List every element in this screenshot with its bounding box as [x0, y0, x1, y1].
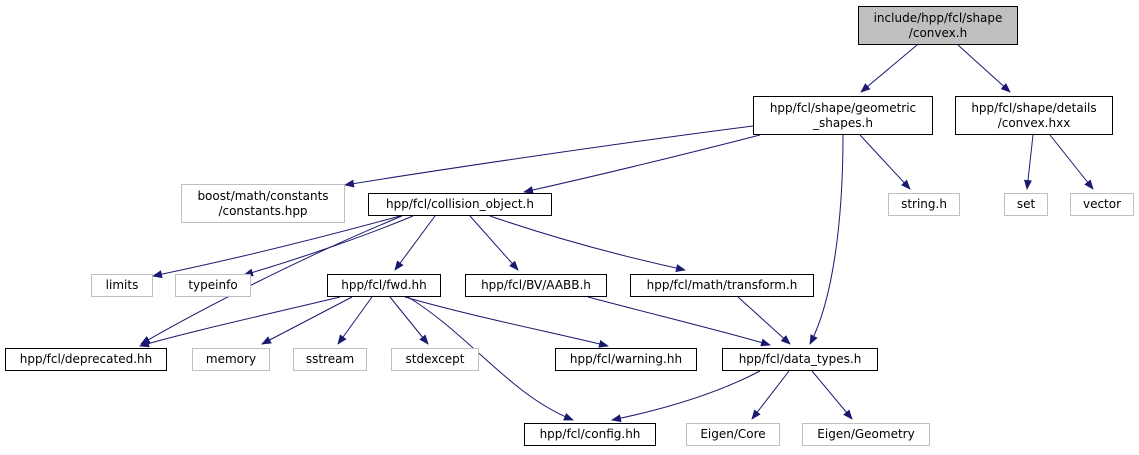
node-config[interactable]: hpp/fcl/config.hh	[524, 423, 656, 446]
edge-fwd-to-sstream	[337, 296, 373, 345]
node-deprecated[interactable]: hpp/fcl/deprecated.hh	[5, 348, 167, 371]
edge-geometric-to-boost	[344, 125, 754, 188]
edge-details-to-vector	[1049, 134, 1094, 190]
edge-geometric-to-collision	[523, 134, 761, 194]
node-stdexcept[interactable]: stdexcept	[391, 348, 479, 371]
edge-fwd-to-stdexcept	[389, 296, 429, 345]
edge-convex-to-geometric	[860, 44, 918, 93]
edge-geometric-to-string	[859, 134, 911, 190]
edge-fwd-to-config	[407, 296, 574, 421]
node-convex-h[interactable]: include/hpp/fcl/shape /convex.h	[858, 6, 1018, 45]
node-boost-constants-line2: /constants.hpp	[218, 203, 308, 218]
node-vector[interactable]: vector	[1070, 193, 1134, 216]
edge-convex-to-details	[957, 44, 1011, 93]
node-convex-h-line1: include/hpp/fcl/shape	[873, 10, 1003, 25]
node-geometric-shapes-line2: _shapes.h	[813, 115, 873, 130]
edge-collision-to-aabb	[469, 215, 519, 271]
edge-details-to-set	[1024, 134, 1034, 190]
node-convex-h-line2: /convex.h	[908, 25, 968, 40]
node-boost-constants[interactable]: boost/math/constants /constants.hpp	[181, 184, 345, 223]
node-eigen-core[interactable]: Eigen/Core	[686, 423, 780, 446]
node-data-types[interactable]: hpp/fcl/data_types.h	[722, 348, 878, 371]
node-boost-constants-line1: boost/math/constants	[197, 188, 329, 203]
node-typeinfo[interactable]: typeinfo	[175, 274, 251, 297]
edge-datatypes-to-eigencore	[751, 370, 790, 420]
node-memory[interactable]: memory	[192, 348, 270, 371]
node-set[interactable]: set	[1004, 193, 1048, 216]
edge-fwd-to-memory	[261, 296, 353, 345]
node-details-convex-line2: /convex.hxx	[997, 115, 1071, 130]
node-collision-object[interactable]: hpp/fcl/collision_object.h	[368, 193, 552, 216]
edge-collision-to-limits	[152, 215, 401, 279]
node-aabb[interactable]: hpp/fcl/BV/AABB.h	[465, 274, 607, 297]
node-transform[interactable]: hpp/fcl/math/transform.h	[630, 274, 814, 297]
node-eigen-geometry[interactable]: Eigen/Geometry	[802, 423, 930, 446]
node-geometric-shapes[interactable]: hpp/fcl/shape/geometric _shapes.h	[753, 96, 933, 135]
node-warning[interactable]: hpp/fcl/warning.hh	[555, 348, 697, 371]
edge-collision-to-transform	[489, 215, 686, 272]
edge-collision-to-fwd	[394, 215, 436, 271]
node-fwd[interactable]: hpp/fcl/fwd.hh	[327, 274, 441, 297]
edge-collision-to-deprecated	[140, 215, 403, 345]
node-geometric-shapes-line1: hpp/fcl/shape/geometric	[769, 100, 917, 115]
edge-transform-to-datatypes	[737, 296, 791, 345]
edge-geometric-to-datatypes	[809, 134, 844, 345]
edge-aabb-to-datatypes	[587, 296, 771, 347]
edge-fwd-to-deprecated	[139, 296, 341, 348]
node-details-convex[interactable]: hpp/fcl/shape/details /convex.hxx	[955, 96, 1113, 135]
edge-fwd-to-warning	[404, 296, 609, 348]
node-limits[interactable]: limits	[91, 274, 153, 297]
node-details-convex-line1: hpp/fcl/shape/details	[971, 100, 1097, 115]
edge-datatypes-to-eigengeometry	[811, 370, 853, 420]
node-sstream[interactable]: sstream	[293, 348, 367, 371]
edge-collision-to-typeinfo	[243, 215, 414, 277]
edge-datatypes-to-config	[611, 370, 761, 423]
node-string-h[interactable]: string.h	[888, 193, 960, 216]
